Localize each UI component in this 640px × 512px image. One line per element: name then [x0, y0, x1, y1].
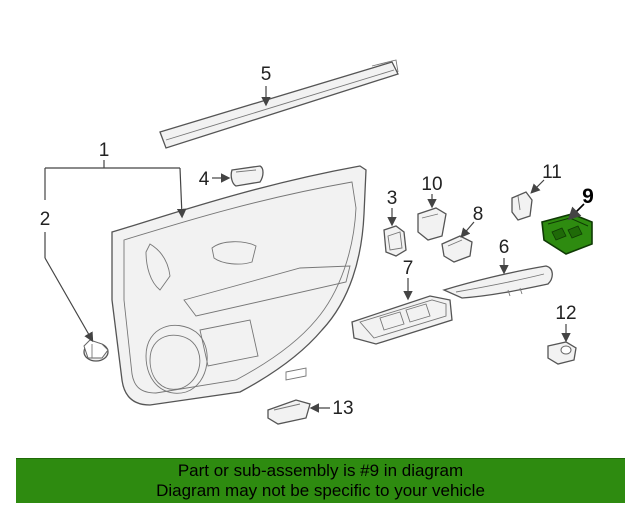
callout-2: 2: [40, 209, 51, 230]
callout-4: 4: [199, 169, 210, 190]
part-9-window-switch-highlighted[interactable]: [541, 213, 593, 255]
callout-13: 13: [332, 398, 353, 419]
part-4-cover[interactable]: [230, 165, 264, 187]
callout-10: 10: [421, 174, 442, 195]
callout-7: 7: [403, 258, 414, 279]
part-13-pocket[interactable]: [267, 399, 311, 425]
callout-11: 11: [542, 162, 562, 183]
part-11-bracket[interactable]: [511, 191, 533, 221]
callout-9: 9: [582, 185, 594, 208]
part-2-clip[interactable]: [83, 339, 109, 362]
part-10-switch[interactable]: [417, 207, 447, 241]
part-8-switch-assembly[interactable]: [441, 235, 473, 263]
parts-diagram: 5 1 2 4 3 10: [40, 59, 594, 425]
part-3-bezel[interactable]: [383, 225, 407, 257]
callout-1: 1: [99, 140, 110, 161]
banner-line-2: Diagram may not be specific to your vehi…: [156, 481, 485, 500]
banner-line-1: Part or sub-assembly is #9 in diagram: [177, 461, 464, 480]
part-5-belt-moulding[interactable]: [159, 59, 399, 149]
callout-5: 5: [261, 64, 272, 85]
callout-8: 8: [473, 204, 484, 225]
callout-12: 12: [555, 303, 576, 324]
info-banner: Part or sub-assembly is #9 in diagram Di…: [16, 458, 625, 503]
part-6-armrest-trim[interactable]: [442, 265, 553, 299]
callout-3: 3: [387, 188, 398, 209]
callout-6: 6: [499, 237, 510, 258]
part-12-connector[interactable]: [547, 341, 577, 365]
part-7-switch-panel[interactable]: [351, 295, 453, 345]
part-1-door-trim-panel[interactable]: [111, 165, 367, 406]
